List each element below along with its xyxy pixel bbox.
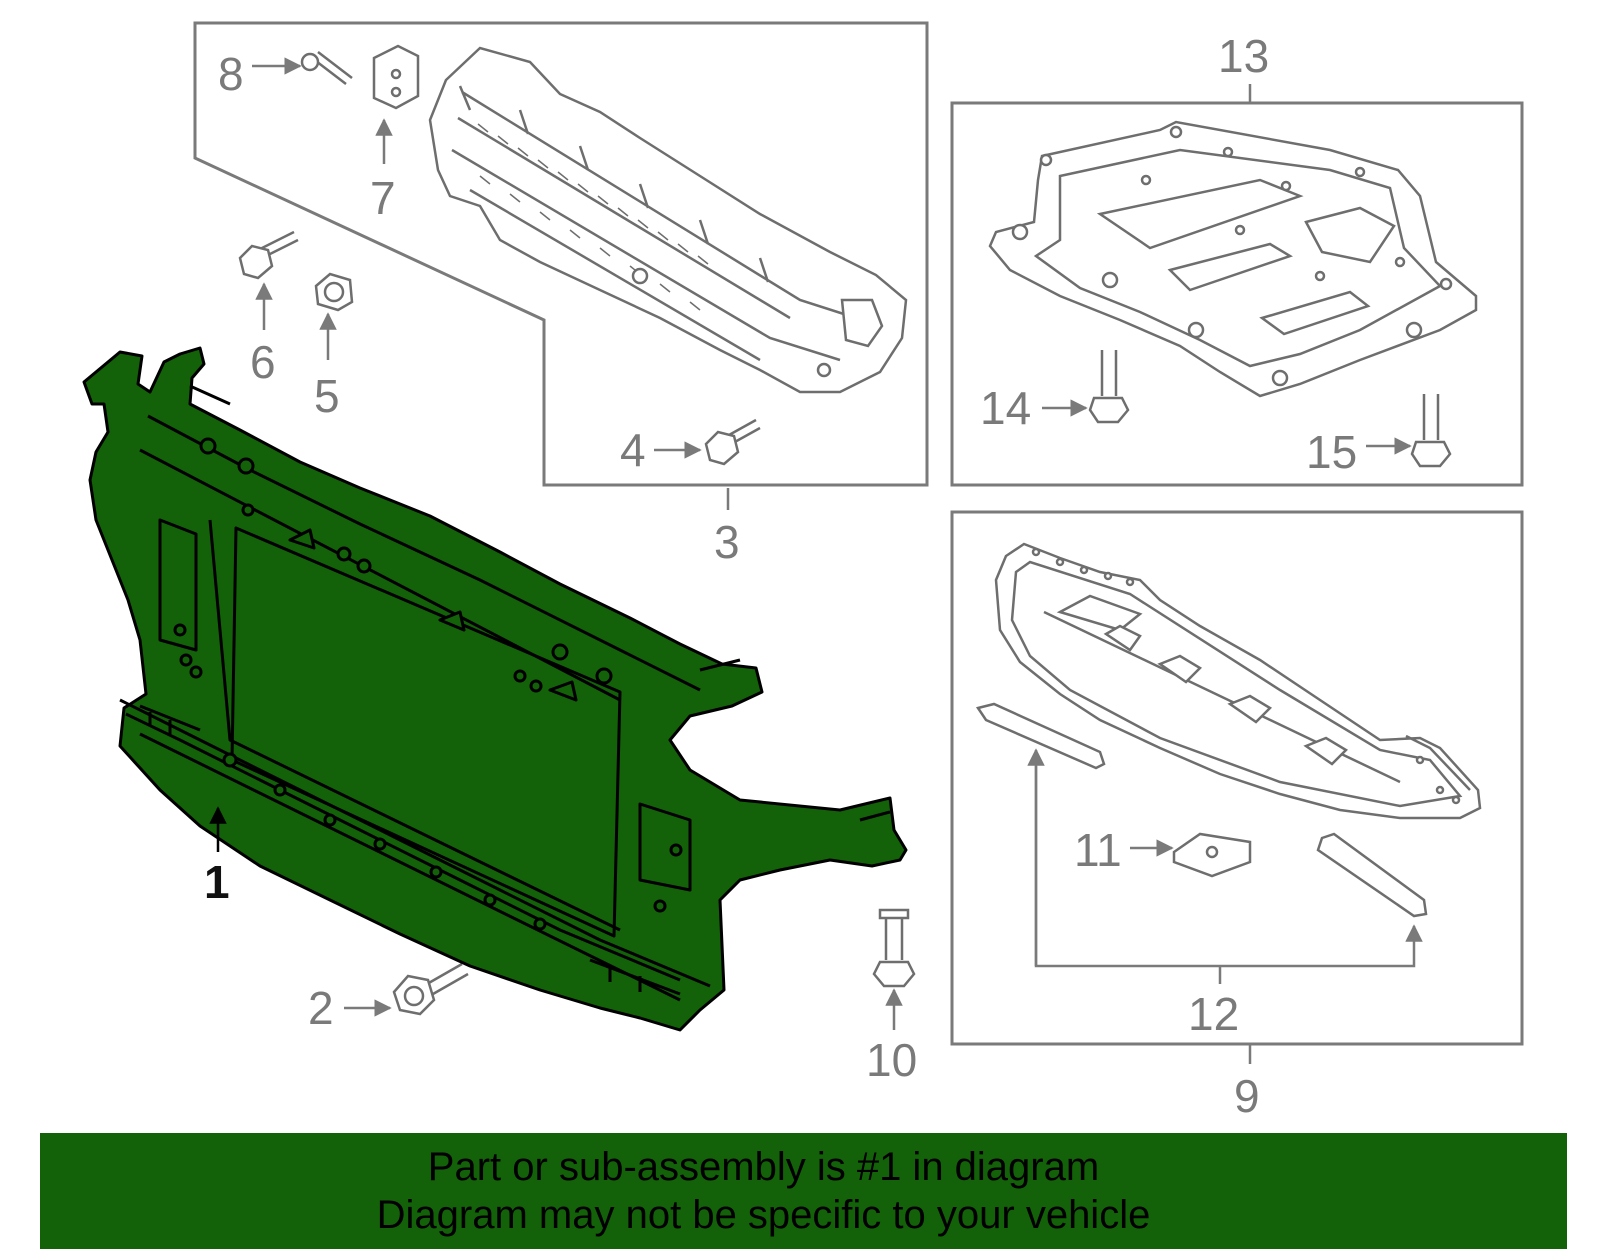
callout-5: 5 — [314, 370, 340, 422]
upper-beam-part — [428, 46, 908, 394]
lower-cover-part — [975, 542, 1482, 918]
banner-line-2: Diagram may not be specific to your vehi… — [376, 1193, 1151, 1237]
info-banner: Part or sub-assembly is #1 in diagram Di… — [40, 1133, 1567, 1249]
callout-6: 6 — [250, 336, 276, 388]
callout-8: 8 — [218, 48, 244, 100]
under-cover-part — [988, 120, 1478, 398]
callout-9: 9 — [1234, 1070, 1260, 1122]
callout-11: 11 — [1074, 824, 1122, 876]
banner-line-1: Part or sub-assembly is #1 in diagram — [427, 1145, 1100, 1189]
leader-lines — [209, 57, 1423, 1064]
callout-4: 4 — [620, 424, 646, 476]
callout-15: 15 — [1306, 426, 1357, 478]
callout-12: 12 — [1188, 988, 1239, 1040]
group-3-frame — [193, 21, 929, 487]
callout-2: 2 — [308, 982, 334, 1034]
callout-13: 13 — [1218, 30, 1269, 82]
callout-7: 7 — [370, 172, 396, 224]
radiator-support-panel — [82, 346, 908, 1032]
callout-10: 10 — [866, 1034, 917, 1086]
callout-3: 3 — [714, 516, 740, 568]
fasteners — [238, 44, 1452, 1016]
callout-1: 1 — [204, 856, 230, 908]
group-13-frame — [950, 101, 1524, 487]
callout-14: 14 — [980, 382, 1031, 434]
group-9-frame — [950, 510, 1524, 1046]
